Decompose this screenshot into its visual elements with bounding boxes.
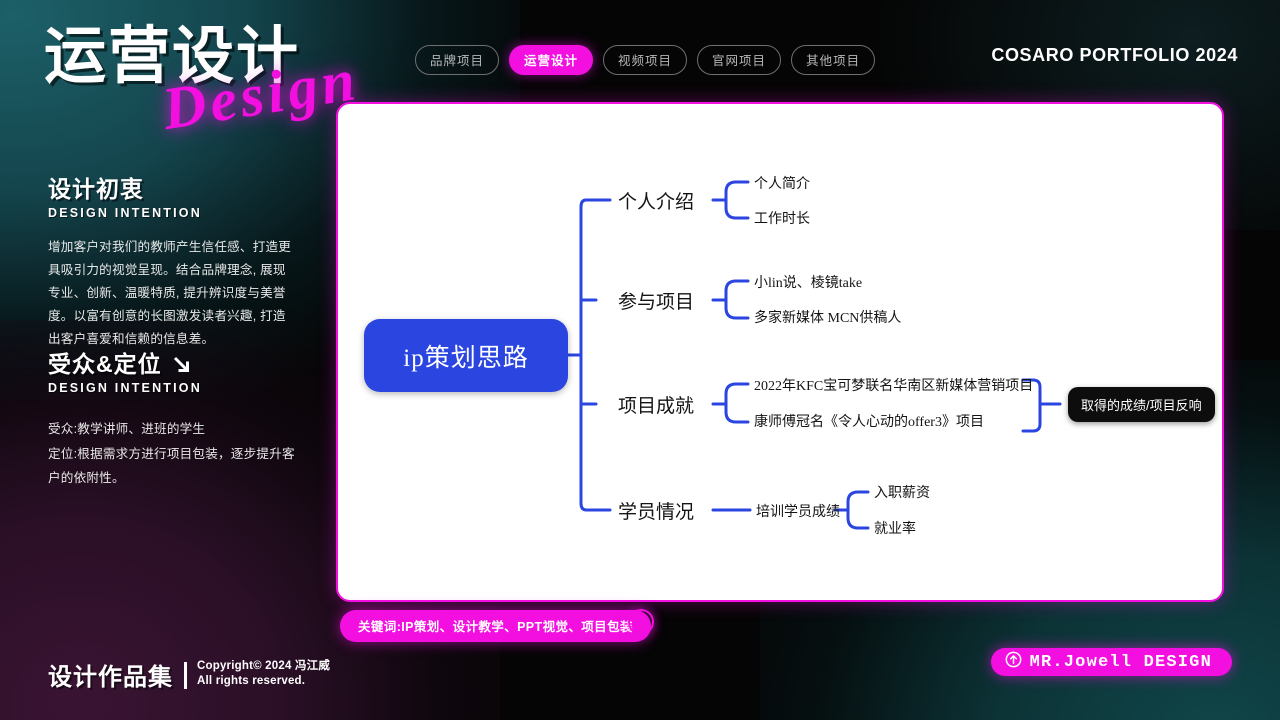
section-heading-cn: 设计初衷	[48, 170, 298, 204]
nav-pill-brand[interactable]: 品牌项目	[415, 45, 500, 75]
mindmap-branch-label[interactable]: 项目成就	[618, 396, 695, 417]
nav-pill-operations[interactable]: 运营设计	[509, 45, 594, 75]
page-title: 运营设计 Design	[44, 22, 363, 143]
arrow-up-circle-icon	[1005, 651, 1022, 674]
mindmap-mid-node[interactable]: 培训学员成绩	[756, 505, 840, 520]
mindmap-leaf[interactable]: 工作时长	[754, 212, 810, 227]
footer-copyright: Copyright© 2024 冯江威 All rights reserved.	[197, 659, 330, 690]
designer-signature-label: MR.Jowell DESIGN	[1029, 652, 1212, 672]
page-title-cn: 运营设计	[44, 22, 301, 91]
section-heading-cn-text: 受众&定位	[48, 351, 162, 377]
section-body-text: 增加客户对我们的教师产生信任感、打造更具吸引力的视觉呈现。结合品牌理念, 展现专…	[48, 240, 292, 346]
section-heading-cn: 受众&定位	[48, 345, 298, 379]
mindmap-leaf[interactable]: 入职薪资	[874, 486, 930, 501]
mindmap-leaf[interactable]: 康师傅冠名《令人心动的offer3》项目	[754, 415, 984, 430]
section-heading-cn-text: 设计初衷	[48, 176, 144, 202]
keywords-badge[interactable]: 关键词:IP策划、设计教学、PPT视觉、项目包装	[340, 610, 651, 642]
arrow-down-right-icon	[172, 354, 192, 374]
mindmap-card: ip策划思路 个人介绍 个人简介 工作时长 参与项目 小lin说、棱镜take …	[336, 102, 1224, 602]
mindmap-branch-label[interactable]: 学员情况	[618, 502, 695, 523]
nav-pill-website[interactable]: 官网项目	[697, 45, 782, 75]
mindmap-leaf[interactable]: 小lin说、棱镜take	[754, 276, 863, 291]
footer-divider	[184, 662, 187, 689]
sidebar-section-intention: 设计初衷 DESIGN INTENTION 增加客户对我们的教师产生信任感、打造…	[48, 170, 298, 351]
footer-credit: 设计作品集 Copyright© 2024 冯江威 All rights res…	[48, 659, 330, 690]
mindmap-leaf[interactable]: 2022年KFC宝可梦联名华南区新媒体营销项目	[754, 379, 1034, 394]
nav-pill-video[interactable]: 视频项目	[603, 45, 688, 75]
mindmap-branch-label[interactable]: 个人介绍	[618, 192, 695, 213]
nav-pill-other[interactable]: 其他项目	[791, 45, 876, 75]
sidebar-section-audience: 受众&定位 DESIGN INTENTION 受众:教学讲师、进班的学生 定位:…	[48, 345, 298, 491]
mindmap-callout-badge[interactable]: 取得的成绩/项目反响	[1068, 387, 1215, 422]
mindmap-connectors	[566, 180, 1062, 530]
arrow-right-circle-icon[interactable]	[628, 609, 654, 635]
mindmap-leaf[interactable]: 个人简介	[754, 177, 810, 192]
footer-copyright-line1: Copyright© 2024 冯江威	[197, 659, 331, 672]
category-nav: 品牌项目 运营设计 视频项目 官网项目 其他项目	[415, 45, 876, 75]
portfolio-brand-label: COSARO PORTFOLIO 2024	[991, 45, 1238, 65]
mindmap-root-node[interactable]: ip策划思路	[364, 319, 568, 392]
footer-title-cn: 设计作品集	[48, 664, 173, 691]
mindmap-leaf[interactable]: 就业率	[874, 522, 916, 537]
mindmap-leaf[interactable]: 多家新媒体 MCN供稿人	[754, 311, 902, 326]
section-body-text: 受众:教学讲师、进班的学生 定位:根据需求方进行项目包装，逐步提升客户的依附性。	[48, 422, 295, 486]
designer-signature-badge[interactable]: MR.Jowell DESIGN	[990, 648, 1232, 676]
section-heading-en: DESIGN INTENTION	[48, 206, 202, 220]
footer-copyright-line2: All rights reserved.	[197, 675, 306, 688]
section-heading-en: DESIGN INTENTION	[48, 381, 202, 395]
mindmap-branch-label[interactable]: 参与项目	[618, 292, 695, 313]
